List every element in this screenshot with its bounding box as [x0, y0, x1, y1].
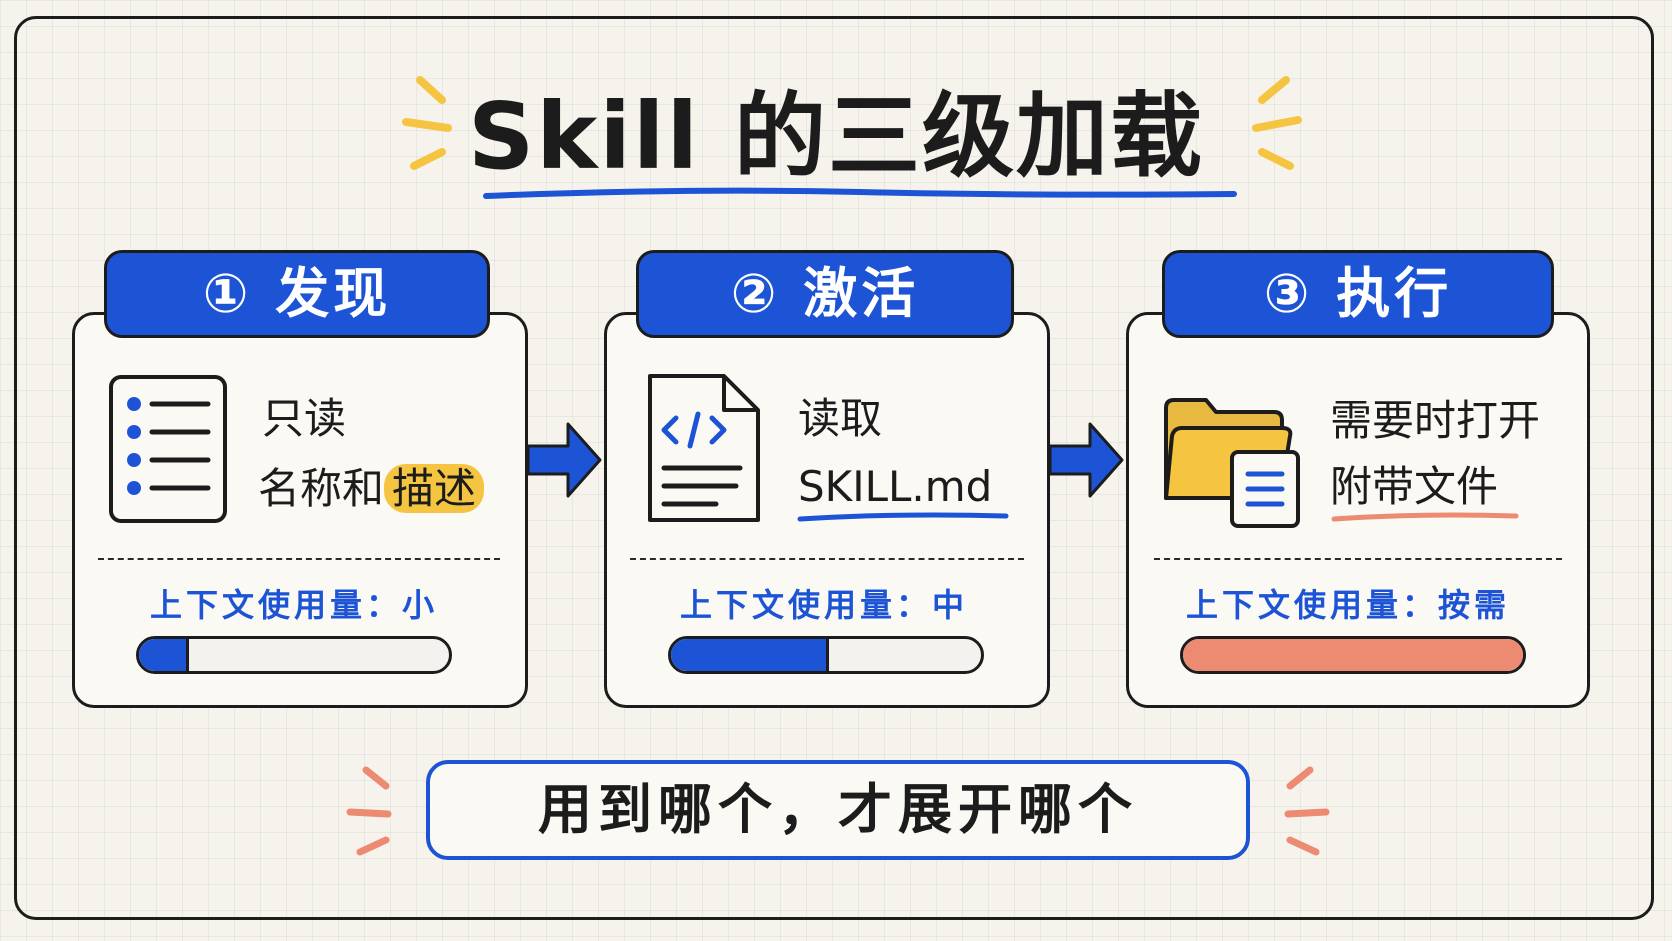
- step2-divider: [630, 558, 1024, 560]
- step3-usage-label: 上下文使用量：按需: [1186, 586, 1511, 624]
- slogan-right-burst-icon: [1284, 766, 1330, 856]
- outer-frame: [14, 16, 1654, 920]
- list-icon: [109, 375, 227, 523]
- slogan-left-burst-icon: [346, 766, 392, 856]
- folder-icon: [1164, 398, 1300, 528]
- step1-line2: 名称和描述: [258, 456, 485, 522]
- step1-usage-label: 上下文使用量：小: [150, 586, 439, 624]
- step2-line2: SKILL.md: [798, 462, 993, 511]
- title-underline: [483, 187, 1237, 199]
- step3-line2: 附带文件: [1330, 462, 1499, 511]
- title-right-burst-icon: [1252, 76, 1302, 170]
- step2-usage-fill: [671, 639, 829, 671]
- title-left-burst-icon: [402, 76, 452, 170]
- step2-underline: [797, 512, 1009, 522]
- step3-divider: [1154, 558, 1562, 560]
- step3-usage-bar: [1180, 636, 1526, 674]
- step3-line1: 需要时打开: [1330, 396, 1541, 445]
- step1-line1: 只读: [262, 394, 347, 443]
- step1-divider: [98, 558, 500, 560]
- step-header-discover: ① 发现: [104, 250, 490, 338]
- step2-usage-label: 上下文使用量：中: [680, 586, 969, 624]
- page-title: Skill 的三级加载: [467, 83, 1205, 190]
- step2-usage-bar: [668, 636, 984, 674]
- step-header-execute: ③ 执行: [1162, 250, 1554, 338]
- step1-usage-bar: [136, 636, 452, 674]
- step2-line1: 读取: [798, 394, 883, 443]
- step1-highlight: 描述: [384, 464, 485, 513]
- step3-usage-fill: [1183, 639, 1523, 671]
- arrow-right-icon: [1048, 422, 1124, 498]
- step1-line2-plain: 名称和: [258, 464, 385, 513]
- code-file-icon: [648, 374, 760, 522]
- step3-underline: [1331, 512, 1519, 522]
- step-header-activate: ② 激活: [636, 250, 1014, 338]
- step1-usage-fill: [139, 639, 189, 671]
- arrow-right-icon: [526, 422, 602, 498]
- slogan-box: 用到哪个，才展开哪个: [426, 760, 1250, 860]
